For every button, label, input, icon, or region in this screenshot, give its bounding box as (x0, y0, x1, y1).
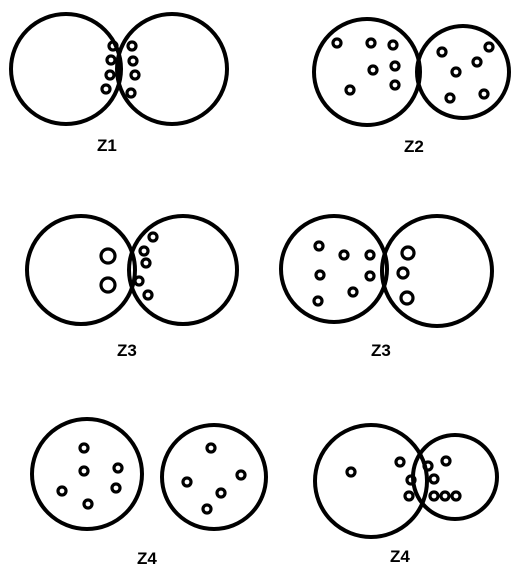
vesicle (315, 242, 323, 250)
vesicle (106, 71, 114, 79)
vesicle (237, 471, 245, 479)
vesicle (349, 288, 357, 296)
vesicle (480, 90, 488, 98)
vesicle (131, 71, 139, 79)
vesicle (485, 43, 493, 51)
large-vesicle (101, 278, 115, 292)
vesicle (389, 41, 397, 49)
vesicle (183, 478, 191, 486)
cell-left (11, 14, 121, 124)
vesicle (129, 57, 137, 65)
vesicle (144, 291, 152, 299)
vesicle (114, 464, 122, 472)
cell-right (162, 425, 266, 529)
vesicle (109, 42, 117, 50)
vesicle (367, 39, 375, 47)
vesicle (149, 233, 157, 241)
vesicle (405, 492, 413, 500)
vesicle (207, 444, 215, 452)
vesicle (128, 42, 136, 50)
panel-label: Z1 (97, 136, 117, 155)
large-vesicle (101, 249, 115, 263)
vesicle (135, 277, 143, 285)
vesicle (473, 58, 481, 66)
vesicle (452, 68, 460, 76)
vesicle (340, 251, 348, 259)
panel-label: Z2 (404, 137, 424, 156)
vesicle (446, 94, 454, 102)
vesicle (102, 85, 110, 93)
vesicle (424, 462, 432, 470)
large-vesicle (402, 247, 414, 259)
vesicle (314, 297, 322, 305)
vesicle (391, 81, 399, 89)
vesicle (441, 492, 449, 500)
vesicle (217, 489, 225, 497)
cell-right (417, 26, 509, 118)
panel-label: Z3 (371, 341, 391, 360)
large-vesicle (401, 292, 413, 304)
vesicle (58, 487, 66, 495)
cell-left (281, 216, 387, 322)
vesicle (442, 457, 450, 465)
vesicle (140, 247, 148, 255)
cell-left (315, 425, 427, 537)
vesicle (80, 467, 88, 475)
cell-right (117, 14, 227, 124)
vesicle (333, 39, 341, 47)
cell-left (27, 216, 135, 324)
panel-label: Z3 (117, 341, 137, 360)
vesicle (391, 62, 399, 70)
vesicle (452, 492, 460, 500)
panel-bottom-left: Z4 (32, 419, 266, 568)
panel-label: Z4 (390, 547, 410, 566)
vesicle (112, 484, 120, 492)
vesicle (369, 66, 377, 74)
vesicle (366, 272, 374, 280)
vesicle (84, 500, 92, 508)
vesicle (346, 86, 354, 94)
panel-middle-right: Z3 (281, 216, 492, 360)
vesicle (366, 251, 374, 259)
vesicle (430, 475, 438, 483)
vesicle (438, 48, 446, 56)
vesicle (347, 468, 355, 476)
cell-left (314, 19, 420, 125)
vesicle (127, 89, 135, 97)
vesicle (430, 492, 438, 500)
vesicle (203, 505, 211, 513)
vesicle (316, 271, 324, 279)
vesicle (107, 56, 115, 64)
panel-label: Z4 (137, 549, 157, 568)
panel-middle-left: Z3 (27, 216, 237, 360)
panel-top-left: Z1 (11, 14, 227, 155)
cell-right (129, 216, 237, 324)
vesicle (396, 458, 404, 466)
vesicle (142, 259, 150, 267)
vesicle (80, 444, 88, 452)
panel-top-right: Z2 (314, 19, 509, 156)
panel-bottom-right: Z4 (315, 425, 497, 566)
vesicle (398, 268, 408, 278)
vesicle (407, 476, 415, 484)
